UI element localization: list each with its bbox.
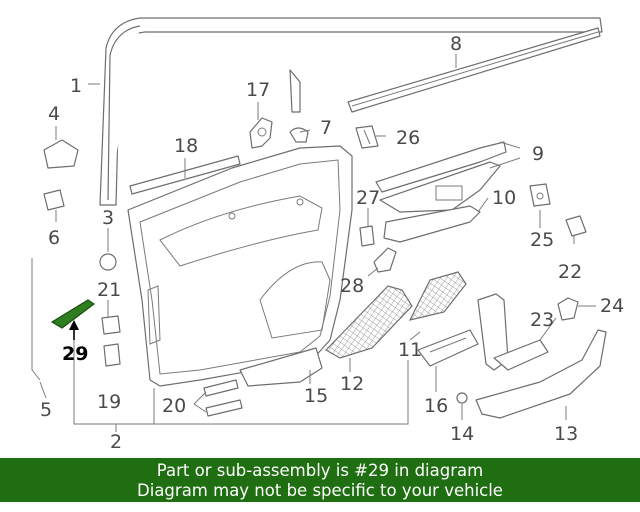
callout-24: 24 xyxy=(600,295,624,317)
callout-1: 1 xyxy=(70,75,82,97)
callout-2: 2 xyxy=(110,431,122,453)
callout-12: 12 xyxy=(340,373,364,395)
callout-29: 29 xyxy=(62,343,88,365)
callout-6: 6 xyxy=(48,227,60,249)
callout-26: 26 xyxy=(396,127,420,149)
info-banner: Part or sub-assembly is #29 in diagram D… xyxy=(0,458,640,502)
callout-8: 8 xyxy=(450,33,462,55)
part-13-armrest xyxy=(475,293,607,419)
part-29-arrow xyxy=(69,320,79,340)
callout-19: 19 xyxy=(97,391,121,413)
part-22-switch xyxy=(565,215,587,237)
callout-10: 10 xyxy=(492,187,516,209)
callout-4: 4 xyxy=(48,103,60,125)
part-19-cap xyxy=(103,343,121,367)
part-21-switch xyxy=(101,315,121,335)
callout-20: 20 xyxy=(162,395,186,417)
part-7-clip xyxy=(289,127,309,143)
callout-21: 21 xyxy=(97,279,121,301)
part-25-clip xyxy=(529,183,551,207)
part-20-clips xyxy=(203,379,243,417)
callout-16: 16 xyxy=(424,395,448,417)
callout-3: 3 xyxy=(102,207,114,229)
part-10-armrest-trim xyxy=(383,205,481,243)
parts-diagram: 1 4 6 3 21 29 19 5 2 17 7 18 8 26 9 10 2… xyxy=(31,17,624,453)
callout-17: 17 xyxy=(246,79,270,101)
part-9-upper-trim xyxy=(375,141,507,213)
callout-23: 23 xyxy=(530,309,554,331)
part-28-bezel xyxy=(373,247,397,273)
part-27-switch xyxy=(359,225,375,247)
callout-9: 9 xyxy=(532,143,544,165)
callout-7: 7 xyxy=(320,117,332,139)
part-3-fastener xyxy=(99,253,117,271)
part-4-bracket xyxy=(43,139,79,169)
callout-5: 5 xyxy=(40,399,52,421)
callout-14: 14 xyxy=(450,423,474,445)
part-1-door-seal xyxy=(99,17,603,206)
part-15-bracket xyxy=(239,347,323,387)
part-6-clip xyxy=(43,189,65,211)
part-17-bracket xyxy=(249,117,273,149)
callout-11: 11 xyxy=(398,339,422,361)
leader-lines xyxy=(39,54,596,432)
part-16-switch-panel xyxy=(417,329,479,367)
part-5-seal xyxy=(31,258,41,381)
part-29-highlighted xyxy=(50,299,96,329)
part-24-clip xyxy=(557,297,579,321)
part-2-door-trim-panel xyxy=(127,145,353,387)
banner-line-1: Part or sub-assembly is #29 in diagram xyxy=(156,461,484,480)
callout-18: 18 xyxy=(174,135,198,157)
part-26-bracket xyxy=(355,125,379,149)
callout-15: 15 xyxy=(304,385,328,407)
callout-13: 13 xyxy=(554,423,578,445)
callout-22: 22 xyxy=(558,261,582,283)
banner-line-2: Diagram may not be specific to your vehi… xyxy=(137,481,503,500)
callout-25: 25 xyxy=(530,229,554,251)
callout-27: 27 xyxy=(356,187,380,209)
part-11-speaker-grille xyxy=(408,271,467,321)
callout-labels: 1 4 6 3 21 29 19 5 2 17 7 18 8 26 9 10 2… xyxy=(40,33,624,453)
callout-28: 28 xyxy=(340,275,364,297)
part-8-belt-molding xyxy=(347,27,601,113)
part-12-speaker-grille xyxy=(325,285,413,359)
part-14-screw xyxy=(456,392,468,404)
